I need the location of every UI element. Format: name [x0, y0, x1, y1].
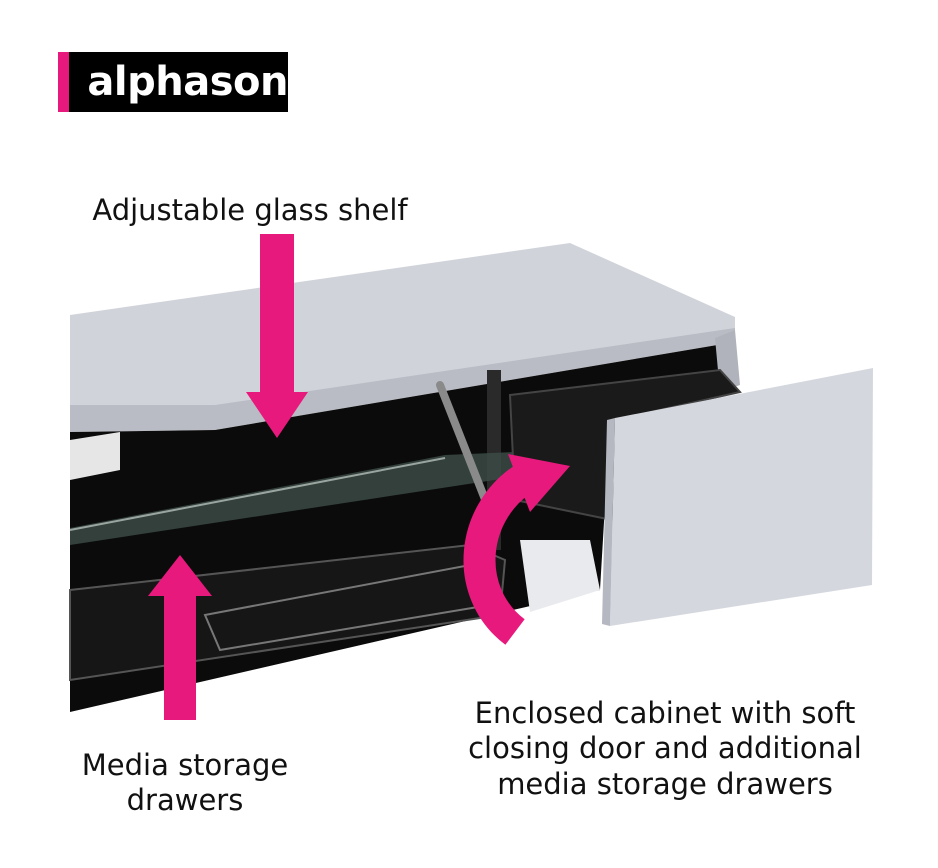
cabinet-top	[70, 243, 735, 408]
brand-name: alphason	[87, 59, 288, 105]
arrow-up-icon	[148, 555, 212, 720]
caption-enclosed-cabinet: Enclosed cabinet with soft closing door …	[468, 696, 862, 801]
glass-shelf	[70, 450, 560, 545]
cabinet-flap	[520, 540, 600, 612]
curved-arrow-icon	[463, 454, 570, 645]
brand-logo: alphason	[58, 52, 288, 112]
logo-accent-bar	[58, 52, 70, 112]
cabinet-top-edge	[70, 328, 735, 432]
caption-glass-shelf: Adjustable glass shelf	[92, 193, 408, 227]
cabinet-door	[610, 368, 873, 626]
arrow-down-icon	[246, 234, 308, 438]
caption-media-storage: Media storage drawers	[81, 748, 289, 818]
